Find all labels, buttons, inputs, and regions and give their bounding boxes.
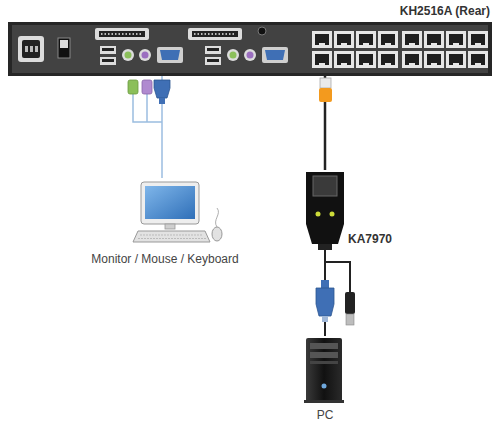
adapter-cable: KA7970	[300, 170, 408, 250]
device-panel: KH2516A (Rear)	[8, 4, 492, 76]
device-label: KA7970	[348, 232, 392, 246]
device-label: KH2516A (Rear)	[400, 4, 490, 18]
computer: PC	[290, 336, 360, 422]
device-label: Monitor / Mouse / Keyboard	[91, 252, 238, 266]
device-label: PC	[317, 408, 334, 422]
console-group: Monitor / Mouse / Keyboard	[80, 178, 250, 266]
